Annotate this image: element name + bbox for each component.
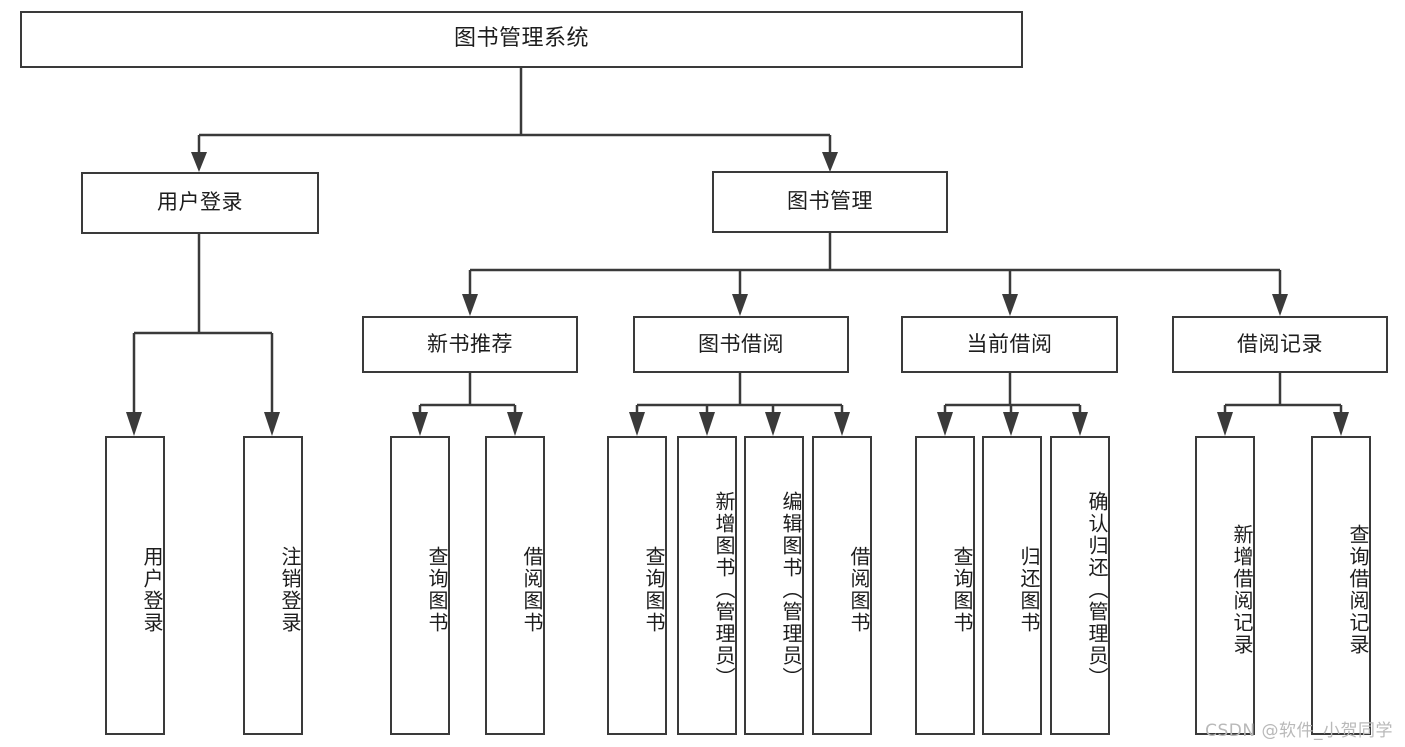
watermark: CSDN @软件_小贺同学 [1205,721,1393,741]
node-leaf-borrow-book-rec-label: 借阅图书 [520,545,544,634]
arrow-book-manage [822,152,838,172]
node-leaf-query-book-cur[interactable]: 查询图书 [915,436,975,735]
arrow-leaf-return-book [1003,412,1019,436]
arrow-borrow-record [1272,294,1288,316]
arrow-leaf-query-book-borrow [629,412,645,436]
node-leaf-query-book-borrow-label: 查询图书 [642,545,666,634]
node-leaf-edit-book[interactable]: 编辑图书（管理员） [744,436,804,735]
node-leaf-add-book-label: 新增图书（管理员） [712,490,736,689]
node-leaf-query-book-cur-label: 查询图书 [950,545,974,634]
node-leaf-add-book[interactable]: 新增图书（管理员） [677,436,737,735]
node-book-borrow-label: 图书借阅 [698,331,784,356]
node-book-manage[interactable]: 图书管理 [712,171,948,233]
node-leaf-query-book-rec[interactable]: 查询图书 [390,436,450,735]
node-root[interactable]: 图书管理系统 [20,11,1023,68]
node-leaf-borrow-book-label: 借阅图书 [847,545,871,634]
arrow-current-borrow [1002,294,1018,316]
node-new-book-rec-label: 新书推荐 [427,331,513,356]
arrow-leaf-logout [264,412,280,436]
node-leaf-query-book-rec-label: 查询图书 [425,545,449,634]
arrow-leaf-query-book-rec [412,412,428,436]
node-leaf-borrow-book[interactable]: 借阅图书 [812,436,872,735]
node-leaf-query-book-borrow[interactable]: 查询图书 [607,436,667,735]
arrow-leaf-user-login [126,412,142,436]
arrow-leaf-borrow-book-rec [507,412,523,436]
node-leaf-add-record-label: 新增借阅记录 [1230,523,1254,656]
node-leaf-user-login-label: 用户登录 [140,545,164,634]
node-new-book-rec[interactable]: 新书推荐 [362,316,578,373]
node-current-borrow-label: 当前借阅 [966,331,1053,356]
arrow-new-book-rec [462,294,478,316]
node-leaf-user-login[interactable]: 用户登录 [105,436,165,735]
arrow-leaf-query-record [1333,412,1349,436]
node-leaf-query-record[interactable]: 查询借阅记录 [1311,436,1371,735]
node-leaf-return-book[interactable]: 归还图书 [982,436,1042,735]
node-leaf-confirm-return-label: 确认归还（管理员） [1085,490,1109,689]
node-leaf-edit-book-label: 编辑图书（管理员） [779,490,803,689]
node-leaf-borrow-book-rec[interactable]: 借阅图书 [485,436,545,735]
node-book-manage-label: 图书管理 [787,189,873,214]
node-user-login[interactable]: 用户登录 [81,172,319,234]
arrow-user-login [191,152,207,172]
arrow-leaf-borrow-book [834,412,850,436]
arrow-leaf-confirm-return [1072,412,1088,436]
node-leaf-return-book-label: 归还图书 [1017,545,1041,634]
arrow-leaf-edit-book [765,412,781,436]
node-current-borrow[interactable]: 当前借阅 [901,316,1118,373]
node-leaf-logout-label: 注销登录 [278,545,302,634]
node-leaf-add-record[interactable]: 新增借阅记录 [1195,436,1255,735]
node-leaf-confirm-return[interactable]: 确认归还（管理员） [1050,436,1110,735]
node-user-login-label: 用户登录 [157,190,243,215]
arrow-leaf-add-record [1217,412,1233,436]
node-leaf-query-record-label: 查询借阅记录 [1346,523,1370,656]
arrow-leaf-query-book-cur [937,412,953,436]
arrow-book-borrow [732,294,748,316]
arrow-leaf-add-book [699,412,715,436]
node-leaf-logout[interactable]: 注销登录 [243,436,303,735]
node-borrow-record-label: 借阅记录 [1237,331,1323,356]
node-borrow-record[interactable]: 借阅记录 [1172,316,1388,373]
node-root-label: 图书管理系统 [453,26,589,52]
node-book-borrow[interactable]: 图书借阅 [633,316,849,373]
